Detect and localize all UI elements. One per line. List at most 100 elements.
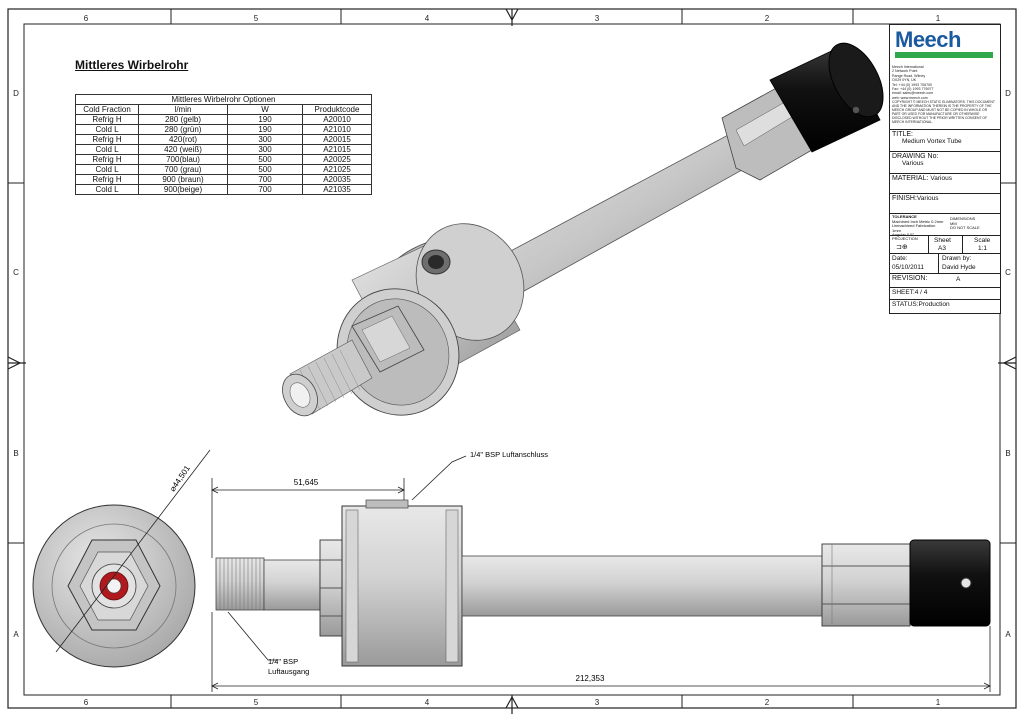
end-view: ⌀44,501 — [32, 449, 211, 668]
dimension-lines — [211, 455, 991, 692]
row-label-c-right: C — [1005, 268, 1011, 277]
drawn-by-value: David Hyde — [942, 264, 976, 271]
address-line: 2 Network Point — [892, 69, 918, 74]
projection-sheet-scale-row: PROJECTION ⊐⊕ Sheet A3 Scale 1:1 — [890, 235, 1000, 254]
column-header: W — [227, 104, 303, 115]
copyright-notice: COPYRIGHT © MEECH STATIC ELIMINATORS. TH… — [892, 100, 995, 124]
address-line: Range Road, Witney — [892, 73, 926, 78]
row-label-d-right: D — [1005, 89, 1011, 98]
address-line: OX29 0YN, UK — [892, 78, 917, 83]
table-cell: Cold L — [75, 164, 139, 175]
col-label-3-bottom: 3 — [595, 698, 600, 707]
scale-value: 1:1 — [978, 245, 988, 252]
address-line: email: sales@meech.com — [892, 91, 934, 96]
tolerance-line: Unmachined Fabrication 1mm — [892, 223, 936, 233]
projection-symbol-icon: ⊐⊕ — [896, 244, 908, 251]
table-cell: 500 — [227, 164, 303, 175]
col-label-2: 2 — [765, 14, 770, 23]
tolerance-label: TOLERANCE — [892, 214, 917, 219]
table-cell: A20025 — [302, 154, 372, 165]
col-label-6: 6 — [84, 14, 89, 23]
table-cell: Cold L — [75, 124, 139, 135]
side-view — [215, 499, 991, 667]
material-field: MATERIAL: Various — [890, 173, 1000, 193]
col-label-4: 4 — [425, 14, 430, 23]
revision-value: A — [956, 276, 961, 283]
status-field: STATUS:Production — [890, 299, 1000, 313]
row-label-a-right: A — [1005, 630, 1011, 639]
table-cell: 280 (grün) — [138, 124, 228, 135]
address-line: Fax: +44 (0) 1993 776977 — [892, 87, 934, 92]
table-cell: A21035 — [302, 184, 372, 195]
tolerance-line: Angular 0.5° — [892, 232, 915, 238]
material-value: Various — [930, 175, 952, 182]
row-label-b-right: B — [1005, 449, 1010, 458]
table-cell: Refrig H — [75, 114, 139, 125]
revision-label: REVISION: — [892, 275, 928, 282]
scale-label: Scale — [974, 237, 991, 244]
company-address: Meech International 2 Network Point Rang… — [892, 65, 996, 100]
row-label-d: D — [13, 89, 19, 98]
col-label-4-bottom: 4 — [425, 698, 430, 707]
sheet-value: A3 — [938, 245, 946, 252]
projection-label: PROJECTION — [892, 236, 918, 241]
company-name: Meech — [895, 27, 961, 52]
table-cell: 900(beige) — [138, 184, 228, 195]
date-value: 05/10/2011 — [892, 264, 925, 271]
column-header: Produktcode — [302, 104, 372, 115]
row-label-b: B — [13, 449, 18, 458]
finish-value: Various — [916, 195, 939, 202]
table-cell: A20010 — [302, 114, 372, 125]
address-line: Tel: +44 (0) 1993 706700 — [892, 82, 933, 87]
table-cell: 900 (braun) — [138, 174, 228, 185]
table-cell: 300 — [227, 134, 303, 145]
finish-label: FINISH: — [892, 195, 917, 202]
table-cell: Refrig H — [75, 174, 139, 185]
air-outlet-callout-line2: Luftausgang — [268, 667, 309, 676]
drawing-title: Mittleres Wirbelrohr — [75, 58, 189, 72]
finish-field: FINISH:Various — [890, 193, 1000, 213]
column-header: Cold Fraction — [75, 104, 139, 115]
table-cell: 500 — [227, 154, 303, 165]
table-cell: A20015 — [302, 134, 372, 145]
logo-green-bar — [895, 52, 993, 58]
table-cell: A21025 — [302, 164, 372, 175]
options-table-header: Cold Fraction l/min W Produktcode — [75, 104, 372, 115]
col-label-1-bottom: 1 — [936, 698, 941, 707]
centering-marks — [7, 8, 1017, 714]
air-outlet-callout-line1: 1/4" BSP — [268, 657, 298, 666]
revision-field: REVISION: A — [890, 273, 1000, 287]
col-label-5: 5 — [254, 14, 259, 23]
drawn-by-label: Drawn by: — [942, 255, 972, 262]
dimensions-note: MM — [950, 220, 957, 226]
tolerance-line: Machined Inch Metric 0.2mm — [892, 218, 944, 224]
table-cell: Refrig H — [75, 134, 139, 145]
overall-length-dimension: 212,353 — [576, 674, 605, 683]
table-cell: A21015 — [302, 144, 372, 155]
table-cell: A21010 — [302, 124, 372, 135]
table-cell: Refrig H — [75, 154, 139, 165]
col-label-1: 1 — [936, 14, 941, 23]
table-cell: 190 — [227, 124, 303, 135]
sheet-count: SHEET:4 / 4 — [892, 289, 928, 296]
dimensions-note: DIMENSIONS — [950, 216, 976, 221]
row-label-a: A — [13, 630, 19, 639]
table-cell: 700 — [227, 184, 303, 195]
options-table-caption: Mittleres Wirbelrohr Optionen — [75, 94, 372, 105]
col-label-2-bottom: 2 — [765, 698, 770, 707]
material-label: MATERIAL: — [892, 175, 929, 182]
col-label-3: 3 — [595, 14, 600, 23]
drawing-no-value: Various — [902, 160, 924, 167]
title-block: Meech Meech International 2 Network Poin… — [889, 24, 1001, 314]
table-cell: Cold L — [75, 184, 139, 195]
table-cell: 420(rot) — [138, 134, 228, 145]
dimensions-note: DO NOT SCALE — [950, 225, 980, 231]
